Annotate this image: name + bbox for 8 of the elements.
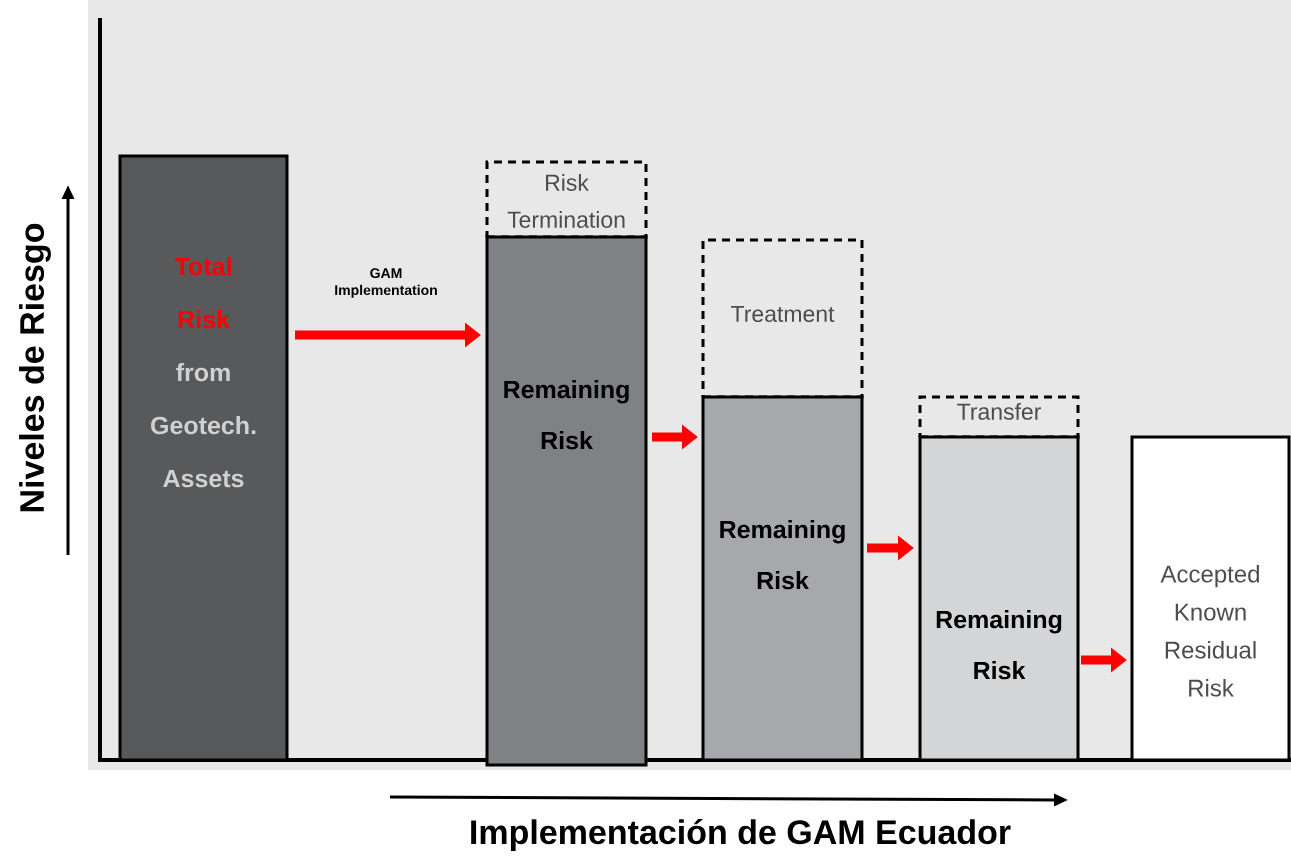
risk-bar: Remaining Risk (485, 235, 648, 767)
risk-bar: Remaining Risk (701, 395, 864, 762)
axis-title: Niveles de Riesgo (19, 223, 51, 512)
risk-bar: Remaining Risk (918, 435, 1080, 762)
axis-title: Implementación de GAM Ecuador (471, 819, 1011, 851)
risk-bar: Total Risk from Geotech. Assets (118, 154, 289, 762)
edge-label: GAM Implementation (325, 267, 447, 299)
residual-risk-box: Accepted Known Residual Risk (1130, 435, 1291, 762)
